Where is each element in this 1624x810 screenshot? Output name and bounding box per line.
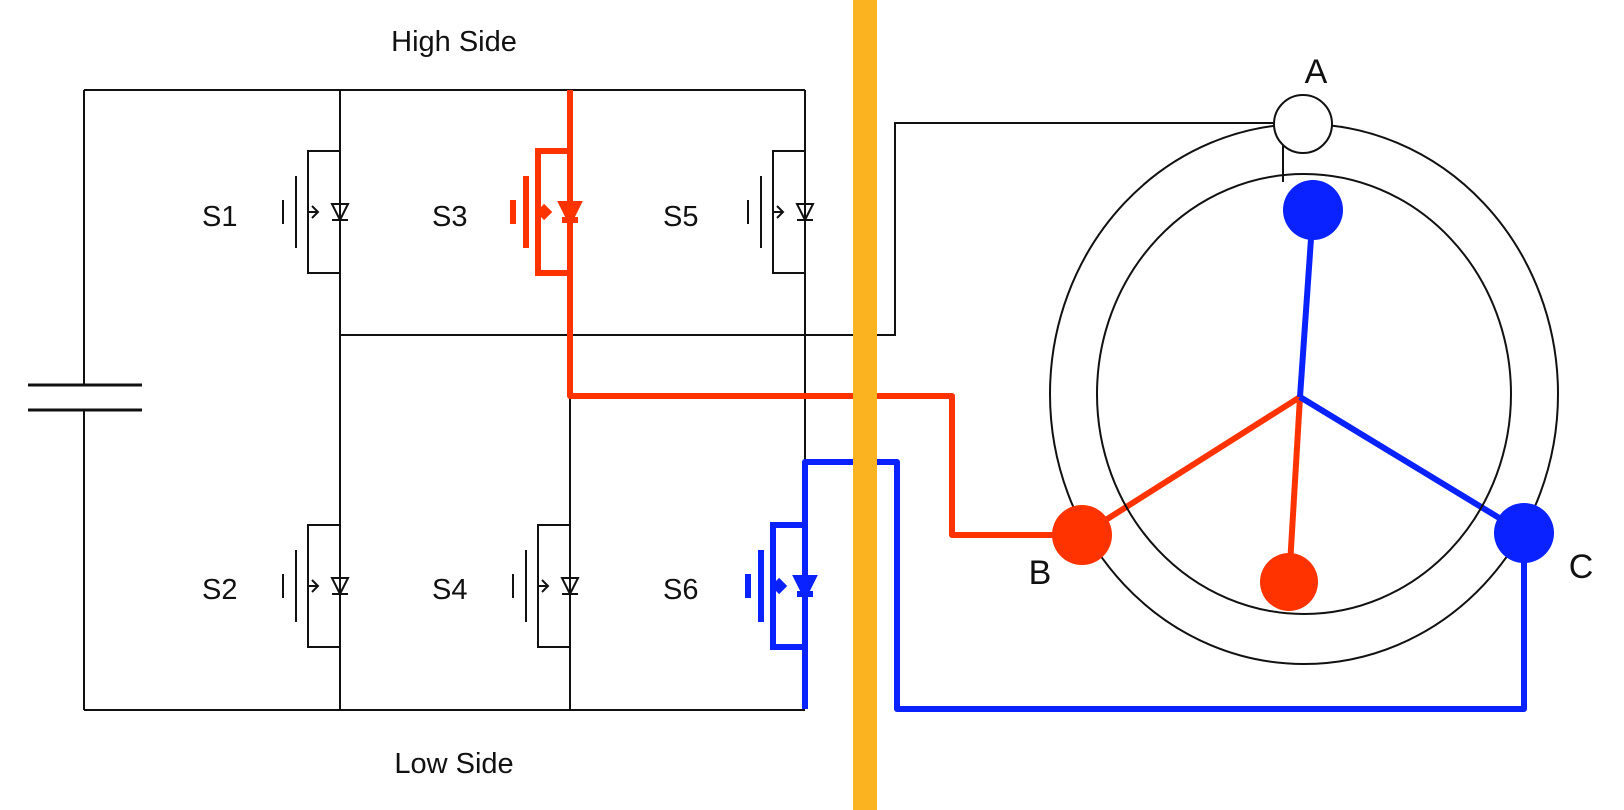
motor — [1049, 94, 1559, 665]
terminal-c — [1494, 503, 1554, 563]
switch-label-s2: S2 — [202, 574, 237, 606]
switch-S6 — [748, 525, 813, 647]
blue-path-phase-c — [802, 459, 1527, 712]
current-path-in — [567, 90, 1303, 583]
phase-a-wire — [340, 122, 1284, 336]
rotor-pole-neutral — [1260, 553, 1318, 611]
switch-S5 — [747, 150, 814, 274]
high-side-label: High Side — [391, 26, 517, 58]
switch-label-s4: S4 — [432, 574, 467, 606]
terminal-b — [1052, 505, 1112, 565]
capacitor — [28, 383, 142, 412]
black-wiring — [28, 89, 1284, 711]
phase-label-b: B — [1029, 554, 1052, 592]
phase-label-a: A — [1305, 53, 1328, 91]
red-path-phase-b — [567, 273, 1082, 538]
stator-inner — [1096, 173, 1512, 615]
current-path-out — [802, 209, 1527, 712]
switch-S3 — [513, 151, 578, 273]
switch-S1 — [282, 150, 349, 274]
switch-label-s6: S6 — [663, 574, 698, 606]
winding-a — [1297, 209, 1316, 398]
switch-label-s1: S1 — [202, 201, 237, 233]
winding-neutral — [1286, 396, 1303, 583]
terminal-a — [1273, 94, 1333, 154]
low-side-label: Low Side — [394, 748, 513, 780]
winding-c — [1298, 394, 1526, 536]
switch-label-s5: S5 — [663, 201, 698, 233]
switch-S4 — [512, 524, 579, 648]
switch-S2 — [282, 524, 349, 648]
phase-label-c: C — [1569, 548, 1594, 586]
switch-label-s3: S3 — [432, 201, 467, 233]
rotor-pole-a — [1283, 180, 1343, 240]
divider-bar — [853, 0, 877, 810]
winding-b — [1080, 394, 1302, 538]
